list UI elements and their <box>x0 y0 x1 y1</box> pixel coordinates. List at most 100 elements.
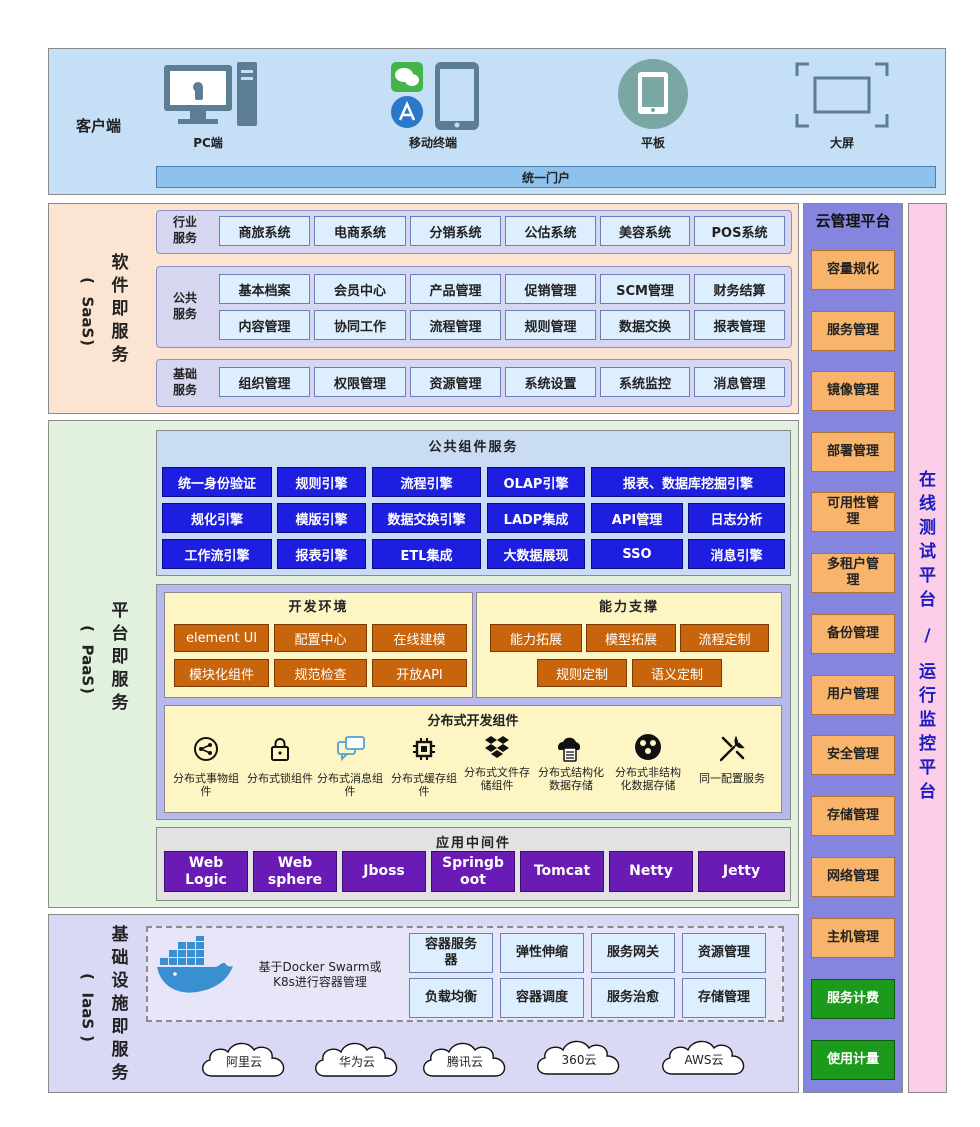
mgmt-item-line: 安全管理 <box>826 747 879 762</box>
basic-label-line: 基础 <box>172 367 197 381</box>
online-label-char: 控 <box>919 734 936 754</box>
mgmt-item-line: 理 <box>846 573 860 588</box>
capability-item: 语义定制 <box>632 659 722 687</box>
iaas-label-char: 服 <box>111 1040 129 1060</box>
common-component: LADP集成 <box>487 503 585 533</box>
saas-paren-close: ) <box>78 339 97 346</box>
middleware-item-line: Logic <box>185 871 227 888</box>
online-label-separator: / <box>924 626 931 646</box>
public-label-line: 公共 <box>172 291 197 305</box>
share-circle-icon <box>194 737 218 761</box>
saas-paren-open: ( <box>78 277 97 284</box>
saas-label-char: 件 <box>111 276 129 296</box>
industry-item: 美容系统 <box>600 216 690 246</box>
mgmt-item: 用户管理 <box>811 675 895 715</box>
chip-icon <box>413 738 435 760</box>
iaas-label-char: 施 <box>111 994 129 1014</box>
docker-description-line: 基于Docker Swarm或 <box>258 960 382 974</box>
mgmt-item: 镜像管理 <box>811 371 895 411</box>
public-item: SCM管理 <box>600 274 690 304</box>
chat-bubbles-icon <box>337 736 365 761</box>
basic-item: 系统设置 <box>505 367 596 397</box>
public-label-line: 服务 <box>172 307 197 321</box>
mgmt-item: 容量规化 <box>811 250 895 290</box>
iaas-item-line: 负载均衡 <box>424 990 477 1005</box>
mgmt-item-line: 服务计费 <box>826 991 879 1006</box>
industry-label-line: 服务 <box>172 231 197 245</box>
dev-env-item: 开放API <box>372 659 467 687</box>
online-test-label: 在 线 测 试 平 台 / 运 行 监 控 平 台 <box>908 468 947 804</box>
capability-item: 能力拓展 <box>490 624 582 652</box>
basic-item: 消息管理 <box>694 367 785 397</box>
cloud-provider-label: 华为云 <box>338 1055 375 1069</box>
mgmt-item: 主机管理 <box>811 918 895 958</box>
common-component: OLAP引擎 <box>487 467 585 497</box>
public-item: 会员中心 <box>314 274 406 304</box>
public-item: 报表管理 <box>694 310 785 340</box>
basic-label-line: 服务 <box>172 383 197 397</box>
middleware-item-line: Springb <box>442 854 504 871</box>
saas-layer-label: 软 件 即 服 务 <box>110 252 130 367</box>
capability-item: 模型拓展 <box>586 624 676 652</box>
common-component: 统一身份验证 <box>162 467 272 497</box>
mgmt-item-line: 备份管理 <box>826 626 879 641</box>
paas-label-char: 平 <box>111 601 129 621</box>
online-label-char: 线 <box>919 494 936 514</box>
paas-paren-close: ) <box>78 687 97 694</box>
public-item: 协同工作 <box>314 310 406 340</box>
distributed-item-label: 同一配置服务 <box>699 772 765 785</box>
public-item: 数据交换 <box>600 310 690 340</box>
paas-paren-open: ( <box>78 625 97 632</box>
iaas-item-line: 容器服务 <box>424 937 477 952</box>
iaas-item: 存储管理 <box>682 978 766 1018</box>
basic-item: 系统监控 <box>600 367 690 397</box>
cloud-shape <box>315 1042 398 1077</box>
common-components-title: 公共组件服务 <box>428 440 519 455</box>
online-label-char: 试 <box>919 542 936 562</box>
industry-label-line: 行业 <box>172 215 197 229</box>
industry-item: POS系统 <box>694 216 785 246</box>
middleware-item-line: Jboss <box>363 863 405 879</box>
device-label-pc: PC端 <box>193 136 223 150</box>
iaas-item-line: 服务网关 <box>606 945 659 960</box>
iaas-label-char: 务 <box>111 1063 129 1083</box>
iaas-layer-label: 基 础 设 施 即 服 务 <box>110 924 130 1085</box>
client-layer-label: 客户端 <box>76 117 122 135</box>
dev-env-item: element UI <box>174 624 269 652</box>
iaas-paren-open: ( <box>78 973 97 980</box>
mgmt-item-line: 部署管理 <box>826 444 879 459</box>
saas-paren: ( SaaS ) <box>72 270 102 353</box>
distributed-item-label: 分布式事物组件 <box>173 772 239 798</box>
online-label-char: 台 <box>919 590 936 610</box>
mgmt-item-line: 镜像管理 <box>826 383 879 398</box>
mgmt-item-metering: 使用计量 <box>811 1040 895 1080</box>
distributed-title: 分布式开发组件 <box>427 714 519 729</box>
distributed-item-label: 分布式缓存组件 <box>391 772 457 798</box>
online-label-char: 测 <box>919 518 936 538</box>
capability-title: 能力支撑 <box>598 600 659 615</box>
saas-label-char: 务 <box>111 345 129 365</box>
paas-paren: ( PaaS ) <box>72 618 102 701</box>
cloud-shape <box>423 1042 506 1077</box>
dev-env-item: 模块化组件 <box>174 659 269 687</box>
mgmt-item-line: 用户管理 <box>826 687 879 702</box>
cloud-provider-label: AWS云 <box>684 1053 724 1067</box>
common-component: 工作流引擎 <box>162 539 272 569</box>
middleware-item: Web sphere <box>253 851 337 892</box>
common-component: 报表引擎 <box>277 539 366 569</box>
device-label-bigscreen: 大屏 <box>829 136 854 150</box>
public-item: 基本档案 <box>219 274 310 304</box>
middleware-item-line: sphere <box>267 871 323 888</box>
iaas-item: 负载均衡 <box>409 978 493 1018</box>
distributed-item-label: 分布式消息组件 <box>317 772 383 798</box>
saas-paren-text: SaaS <box>78 296 97 339</box>
iaas-item: 弹性伸缩 <box>500 933 584 973</box>
mgmt-item-line: 网络管理 <box>826 869 879 884</box>
middleware-item-line: Tomcat <box>533 863 591 879</box>
middleware-item-line: Web <box>188 854 224 871</box>
cloud-shape <box>662 1040 745 1075</box>
cluster-icon <box>635 734 661 760</box>
unified-portal: 统一门户 <box>156 166 936 188</box>
common-component: 规化引擎 <box>162 503 272 533</box>
dev-env-title: 开发环境 <box>288 600 349 615</box>
